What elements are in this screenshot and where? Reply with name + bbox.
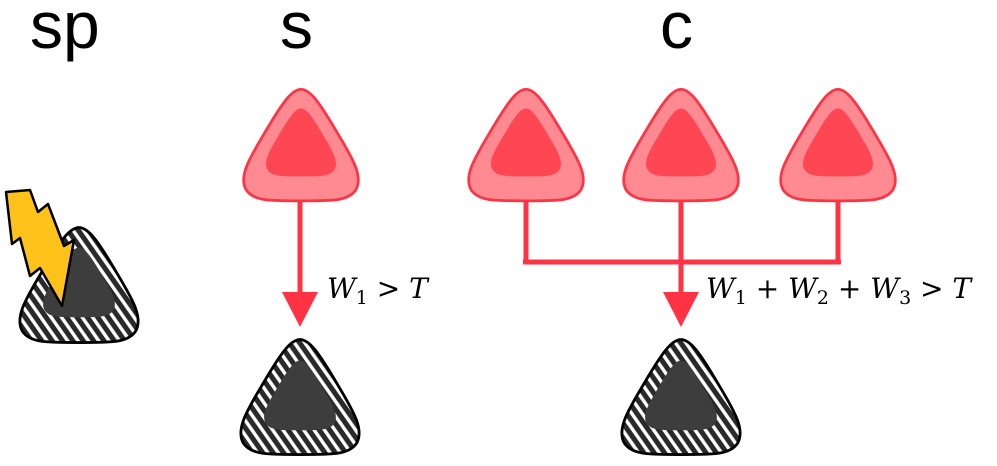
equation-single: W1 > T — [327, 272, 430, 309]
neuron-c-postsynaptic — [620, 338, 742, 457]
equation-combined: W1 + W2 + W3 > T — [706, 272, 973, 309]
neuron-s-presynaptic — [242, 87, 360, 203]
connection-combined — [523, 200, 841, 298]
lightning-bolt-icon — [4, 188, 76, 308]
label-s: s — [280, 0, 313, 62]
arrowhead-combined — [663, 292, 699, 327]
neuron-c-presynaptic-1 — [467, 87, 585, 203]
label-c: c — [660, 0, 693, 62]
label-sp: sp — [30, 0, 100, 62]
neuron-c-presynaptic-3 — [779, 87, 897, 203]
neuron-s-postsynaptic — [239, 338, 361, 457]
arrowhead-single — [282, 292, 318, 327]
neuron-c-presynaptic-2 — [622, 87, 740, 203]
